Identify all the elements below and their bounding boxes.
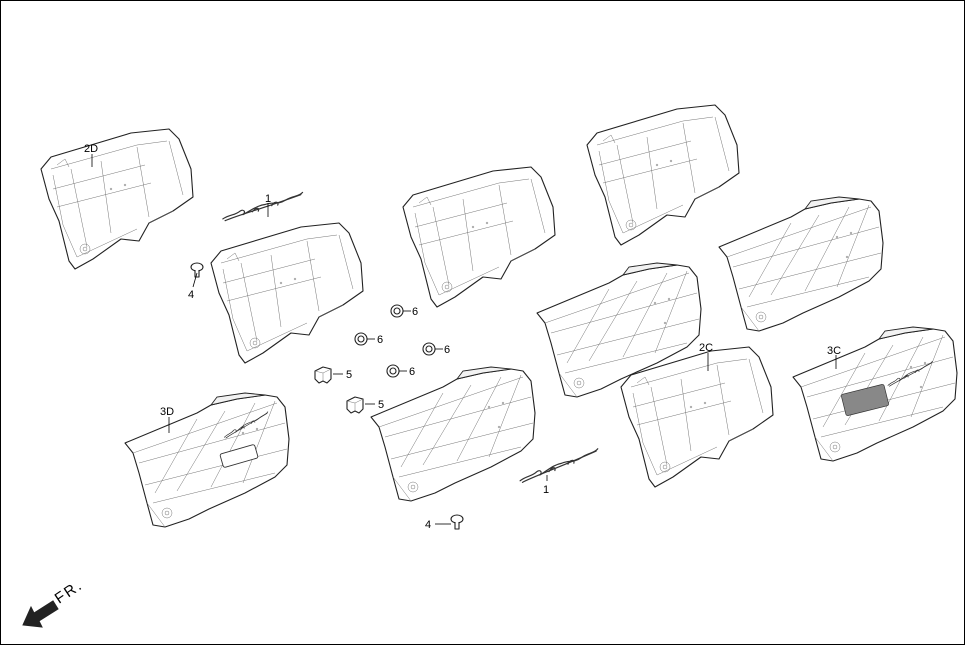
part-1-emblem-bottom[interactable] bbox=[516, 448, 602, 484]
part-1-emblem-top[interactable] bbox=[220, 191, 306, 222]
callout-4-bottom: 4 bbox=[425, 519, 431, 531]
callout-2c: 2C bbox=[699, 342, 713, 354]
callout-5-a: 5 bbox=[346, 369, 352, 381]
part-6-grommet-c[interactable] bbox=[422, 342, 436, 356]
part-3d-cover[interactable] bbox=[124, 392, 290, 528]
outer-cover-right-top[interactable] bbox=[718, 196, 884, 332]
inner-cover-top-right[interactable] bbox=[586, 104, 740, 246]
callout-6-d: 6 bbox=[409, 366, 415, 378]
part-5-clip-b[interactable] bbox=[346, 396, 364, 414]
callout-1-bottom: 1 bbox=[543, 484, 549, 496]
part-4-screw-left[interactable] bbox=[190, 262, 204, 278]
inner-cover-top-middle[interactable] bbox=[402, 166, 556, 308]
front-direction-arrow-icon bbox=[22, 600, 59, 628]
part-6-grommet-d[interactable] bbox=[386, 364, 400, 378]
part-6-grommet-a[interactable] bbox=[390, 304, 404, 318]
part-3c-cover[interactable] bbox=[792, 326, 958, 462]
part-6-grommet-b[interactable] bbox=[354, 332, 368, 346]
front-direction-label: FR. bbox=[52, 576, 87, 607]
callout-1-top: 1 bbox=[265, 193, 271, 205]
callout-6-a: 6 bbox=[412, 306, 418, 318]
part-4-screw-bottom[interactable] bbox=[450, 514, 464, 530]
callout-3c: 3C bbox=[827, 345, 841, 357]
callout-2d: 2D bbox=[84, 143, 98, 155]
callout-6-c: 6 bbox=[444, 344, 450, 356]
inner-cover-centre-left[interactable] bbox=[210, 222, 364, 364]
leader-lines bbox=[91, 154, 837, 525]
callout-3d: 3D bbox=[160, 406, 174, 418]
outer-cover-bottom-middle[interactable] bbox=[370, 366, 536, 502]
callout-6-b: 6 bbox=[377, 334, 383, 346]
part-5-clip-a[interactable] bbox=[314, 366, 332, 384]
callout-5-b: 5 bbox=[378, 399, 384, 411]
part-2d-cover[interactable] bbox=[40, 128, 194, 270]
callout-4-left: 4 bbox=[188, 289, 194, 301]
